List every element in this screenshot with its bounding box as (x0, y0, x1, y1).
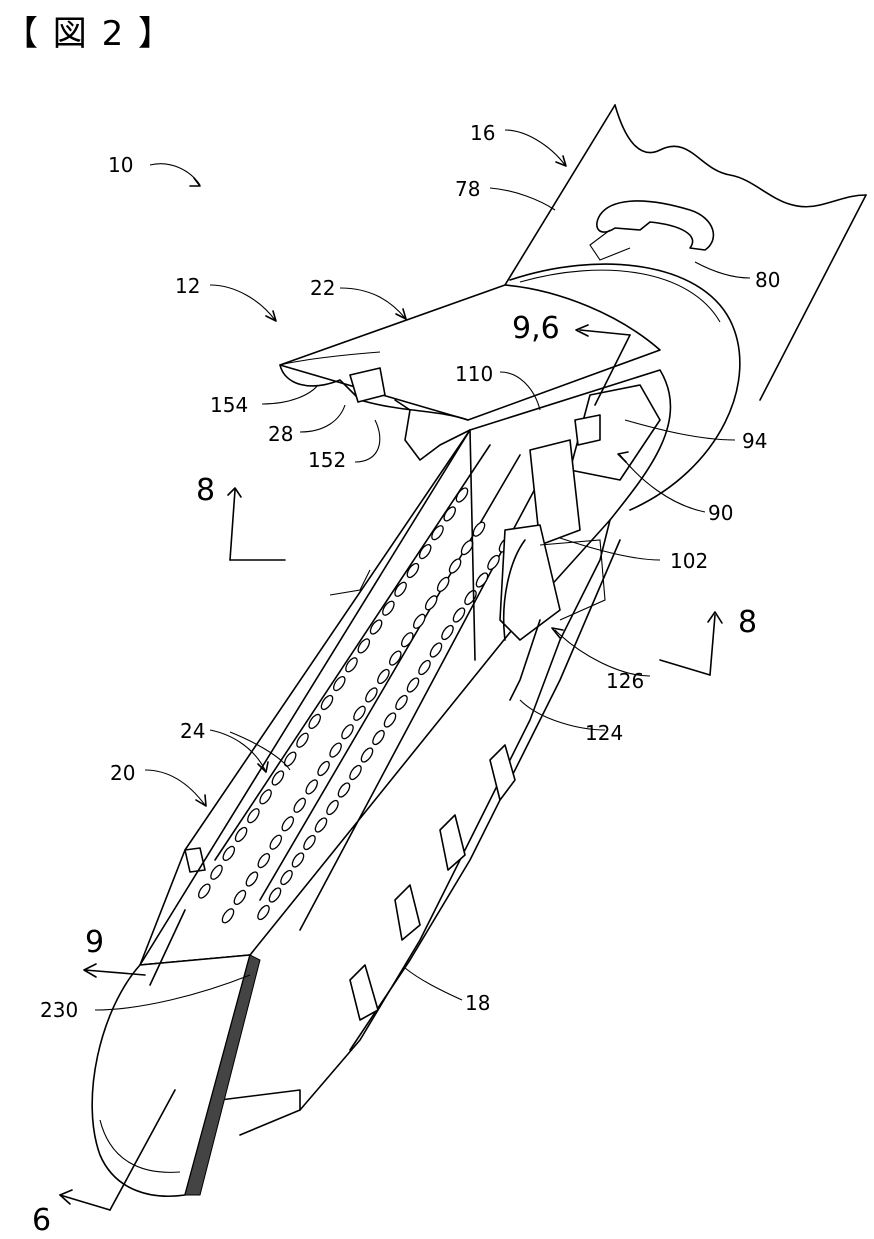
label-12: 12 (175, 274, 200, 298)
label-10: 10 (108, 153, 133, 177)
label-94: 94 (742, 429, 767, 453)
label-8-left: 8 (196, 473, 215, 508)
label-6: 6 (32, 1203, 51, 1238)
label-110: 110 (455, 362, 493, 386)
label-22: 22 (310, 276, 335, 300)
label-124: 124 (585, 721, 623, 745)
label-78: 78 (455, 177, 480, 201)
label-9-6: 9,6 (512, 311, 560, 346)
label-24: 24 (180, 719, 205, 743)
nose (92, 955, 260, 1196)
label-126: 126 (606, 669, 644, 693)
label-90: 90 (708, 501, 733, 525)
label-230: 230 (40, 998, 78, 1022)
label-28: 28 (268, 422, 293, 446)
label-80: 80 (755, 268, 780, 292)
label-16: 16 (470, 121, 495, 145)
label-154: 154 (210, 393, 248, 417)
label-9: 9 (85, 925, 104, 960)
label-18: 18 (465, 991, 490, 1015)
label-20: 20 (110, 761, 135, 785)
label-102: 102 (670, 549, 708, 573)
label-152: 152 (308, 448, 346, 472)
label-8-right: 8 (738, 605, 757, 640)
